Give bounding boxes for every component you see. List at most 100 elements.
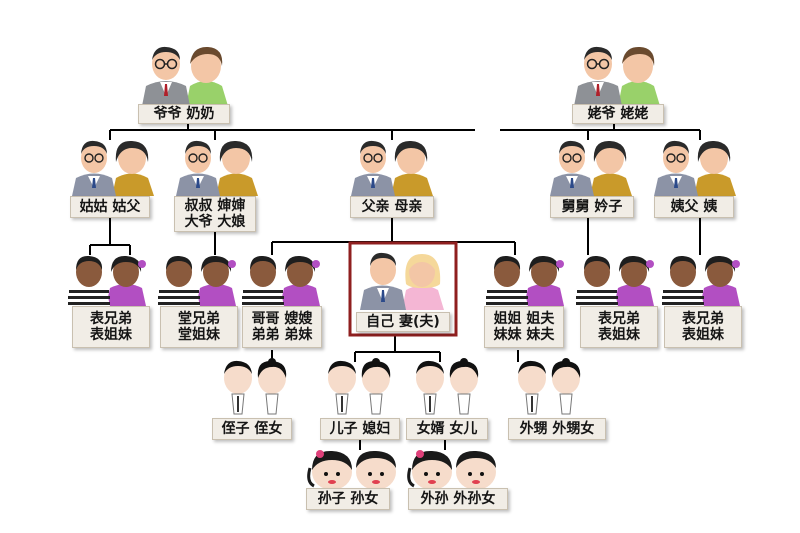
girl-figure xyxy=(524,255,564,306)
man-figure xyxy=(550,140,594,196)
label-brothers: 哥哥 嫂嫂弟弟 弟妹 xyxy=(242,306,322,348)
label-daughter: 女婿 女儿 xyxy=(406,418,488,440)
girl-figure xyxy=(106,255,146,306)
man-figure xyxy=(654,140,698,196)
label-maternal-grandparents: 姥爷 姥姥 xyxy=(572,104,664,124)
label-sisters: 姐姐 姐夫妹妹 妹夫 xyxy=(484,306,564,348)
label-paternal-uncles: 叔叔 婶婶大爷 大娘 xyxy=(174,196,256,232)
label-line: 孙子 孙女 xyxy=(317,491,379,507)
man-figure xyxy=(142,46,190,106)
label-cousins-maternal-aunt: 表兄弟表姐妹 xyxy=(664,306,742,348)
label-cousins-maternal-uncle: 表兄弟表姐妹 xyxy=(580,306,658,348)
label-line: 儿子 媳妇 xyxy=(329,421,391,437)
woman-figure xyxy=(186,46,228,106)
woman-figure xyxy=(391,140,433,196)
label-grandchildren: 孙子 孙女 xyxy=(306,488,390,510)
elder-couple-icon xyxy=(142,46,228,106)
adult-couple-icon xyxy=(72,140,154,196)
young-couple-icon xyxy=(158,255,236,306)
label-line: 自己 妻(夫) xyxy=(366,314,440,330)
child-couple-icon xyxy=(328,358,391,415)
label-line: 舅舅 妗子 xyxy=(561,199,623,215)
young-couple-icon xyxy=(68,255,146,306)
label-line: 外孙 外孙女 xyxy=(420,491,496,507)
label-cousins-paternal-uncle: 堂兄弟堂姐妹 xyxy=(160,306,238,348)
girl-figure xyxy=(196,255,236,306)
boy-child-figure xyxy=(328,360,356,415)
girl-child-figure xyxy=(257,358,287,415)
child-couple-icon xyxy=(518,358,581,415)
man-figure xyxy=(72,140,116,196)
baby-couple-icon xyxy=(407,450,496,490)
boy-figure xyxy=(158,255,200,306)
label-maternal-aunt: 姨父 姨 xyxy=(654,196,734,218)
label-line: 妹妹 妹夫 xyxy=(493,327,555,343)
boy-child-figure xyxy=(416,360,444,415)
label-line: 表姐妹 xyxy=(598,327,640,343)
label-line: 大爷 大娘 xyxy=(184,214,246,230)
label-paternal-aunt: 姑姑 姑父 xyxy=(70,196,150,218)
boy-figure xyxy=(242,255,284,306)
baby-couple-icon xyxy=(307,450,396,490)
label-cousins-paternal-aunt: 表兄弟表姐妹 xyxy=(72,306,150,348)
girl-baby-figure xyxy=(407,450,452,490)
child-couple-icon xyxy=(416,358,479,415)
label-line: 女婿 女儿 xyxy=(416,421,478,437)
label-line: 姐姐 姐夫 xyxy=(493,311,555,327)
boy-figure xyxy=(662,255,704,306)
label-line: 表兄弟 xyxy=(90,311,132,327)
label-line: 外甥 外甥女 xyxy=(519,421,595,437)
label-line: 表姐妹 xyxy=(682,327,724,343)
young-couple-icon xyxy=(662,255,740,306)
label-line: 表兄弟 xyxy=(682,311,724,327)
girl-figure xyxy=(280,255,320,306)
girl-child-figure xyxy=(551,358,581,415)
self-couple-icon xyxy=(360,252,444,310)
boy-baby-figure xyxy=(356,450,396,490)
label-nephew-niece: 侄子 侄女 xyxy=(212,418,292,440)
label-line: 父亲 母亲 xyxy=(361,199,423,215)
label-line: 堂姐妹 xyxy=(178,327,220,343)
label-line: 表姐妹 xyxy=(90,327,132,343)
woman-figure xyxy=(694,140,736,196)
woman-figure xyxy=(618,46,660,106)
label-line: 表兄弟 xyxy=(598,311,640,327)
girl-baby-figure xyxy=(307,450,352,490)
elder-couple-icon xyxy=(574,46,660,106)
wife-figure xyxy=(402,254,444,310)
boy-child-figure xyxy=(224,360,252,415)
label-line: 侄子 侄女 xyxy=(221,421,283,437)
young-couple-icon xyxy=(576,255,654,306)
label-line: 姨父 姨 xyxy=(670,199,718,215)
man-figure xyxy=(574,46,622,106)
label-parents: 父亲 母亲 xyxy=(350,196,434,218)
label-line: 叔叔 婶婶 xyxy=(184,198,246,214)
adult-couple-icon xyxy=(550,140,632,196)
label-daughter-grandchildren: 外孙 外孙女 xyxy=(408,488,508,510)
young-couple-icon xyxy=(242,255,320,306)
label-line: 哥哥 嫂嫂 xyxy=(251,311,313,327)
adult-couple-icon xyxy=(176,140,258,196)
label-son: 儿子 媳妇 xyxy=(320,418,400,440)
boy-figure xyxy=(68,255,110,306)
woman-figure xyxy=(216,140,258,196)
girl-child-figure xyxy=(361,358,391,415)
boy-child-figure xyxy=(518,360,546,415)
label-sister-children: 外甥 外甥女 xyxy=(508,418,606,440)
boy-baby-figure xyxy=(456,450,496,490)
girl-figure xyxy=(614,255,654,306)
label-line: 姥爷 姥姥 xyxy=(587,106,649,122)
label-line: 爷爷 奶奶 xyxy=(153,106,215,122)
man-figure xyxy=(351,140,395,196)
label-line: 堂兄弟 xyxy=(178,311,220,327)
boy-figure xyxy=(486,255,528,306)
adult-couple-icon xyxy=(654,140,736,196)
woman-figure xyxy=(590,140,632,196)
label-line: 弟弟 弟妹 xyxy=(251,327,313,343)
label-maternal-uncle: 舅舅 妗子 xyxy=(550,196,634,218)
man-figure xyxy=(176,140,220,196)
girl-child-figure xyxy=(449,358,479,415)
woman-figure xyxy=(112,140,154,196)
label-self: 自己 妻(夫) xyxy=(356,312,450,332)
